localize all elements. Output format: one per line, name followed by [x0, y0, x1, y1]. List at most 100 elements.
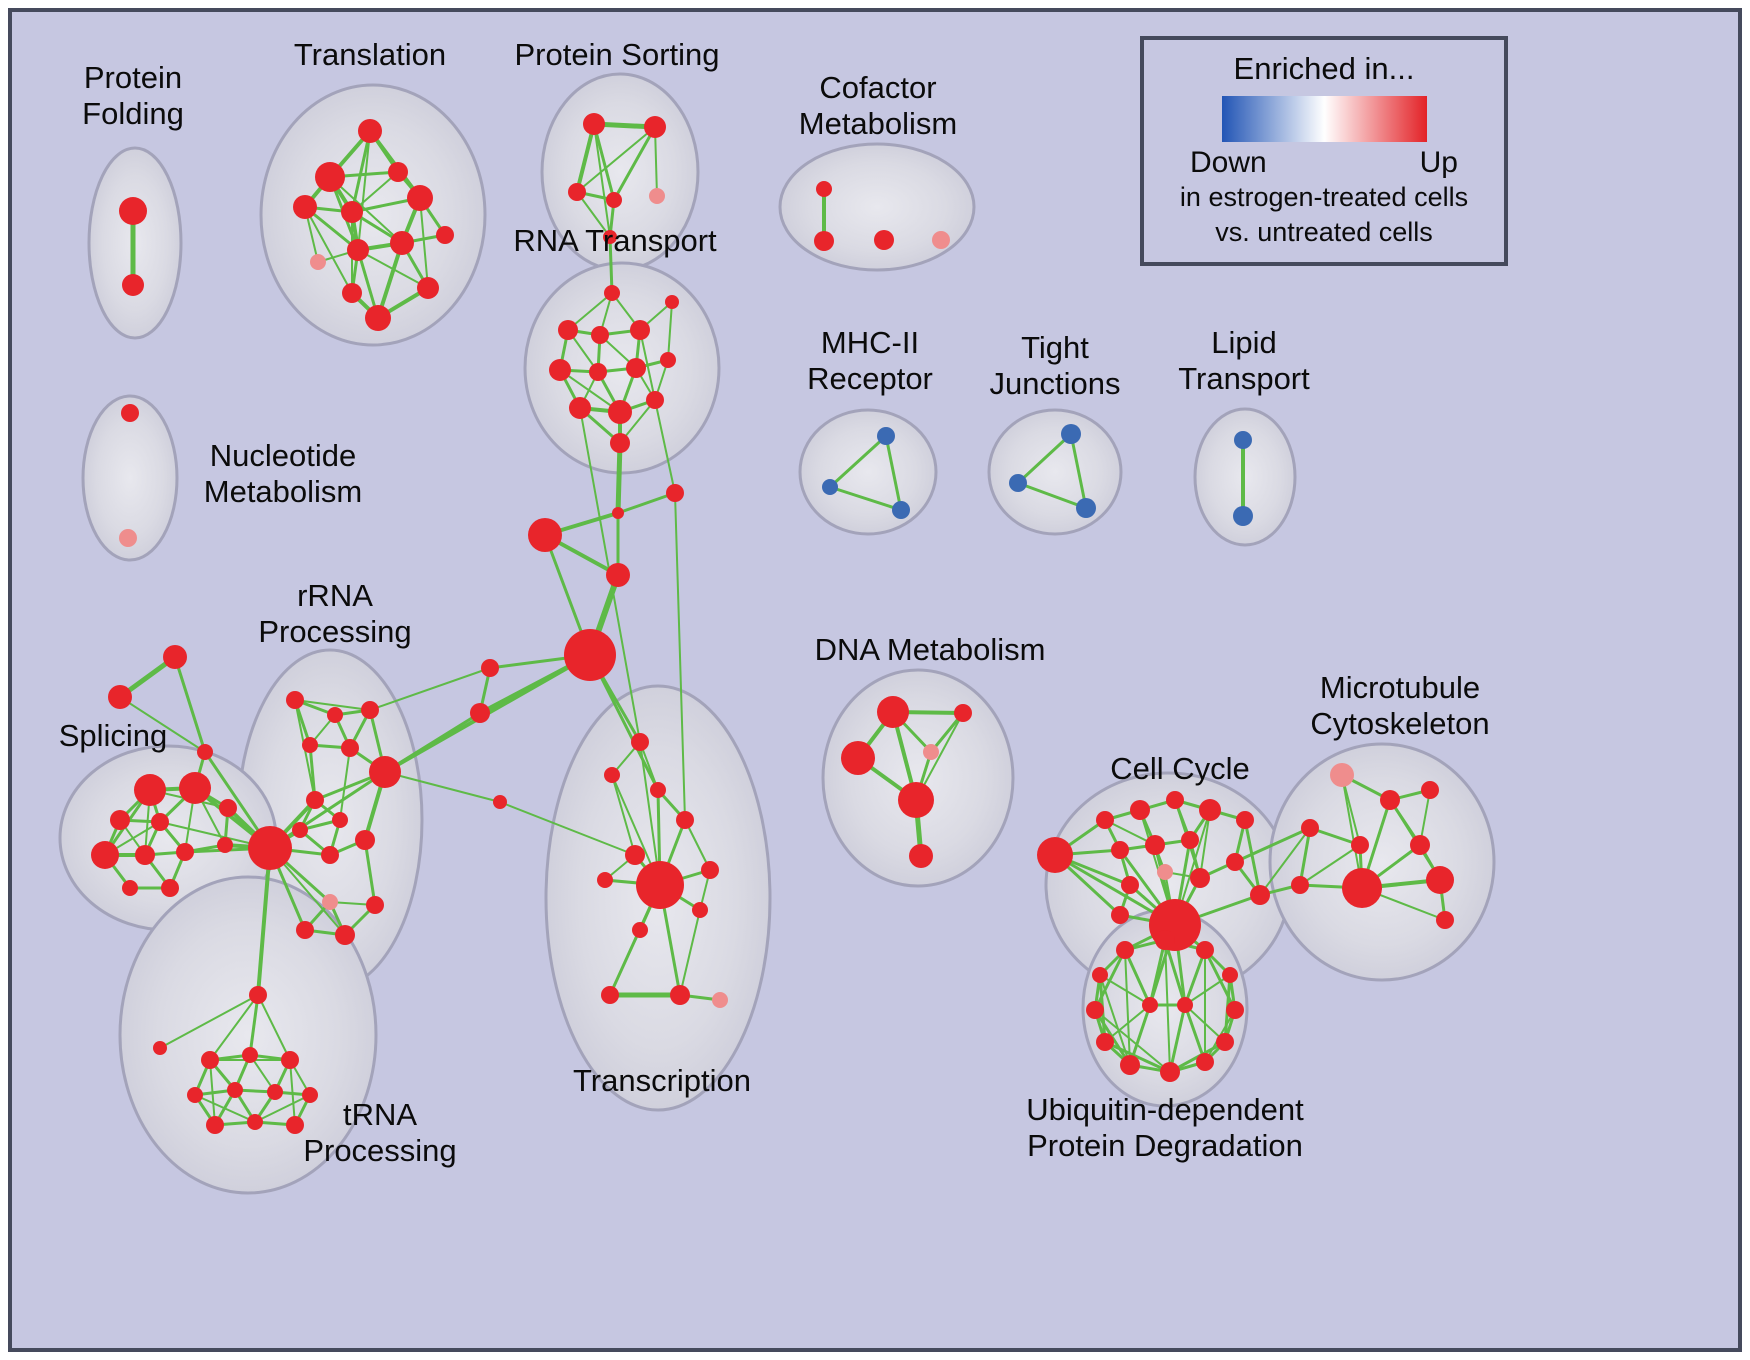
network-edge [209, 994, 259, 1061]
network-node [135, 845, 155, 865]
cluster-label-tight-junctions: Junctions [990, 366, 1121, 401]
cluster-cofactor-metabolism [778, 142, 976, 272]
network-node [610, 433, 630, 453]
network-node [1181, 831, 1199, 849]
network-node [1199, 799, 1221, 821]
network-node [549, 359, 571, 381]
network-edge [350, 129, 372, 214]
network-node [365, 305, 391, 331]
network-node [822, 479, 838, 495]
network-node [296, 921, 314, 939]
network-edge [1199, 809, 1211, 879]
cluster-label-protein-folding: Protein [84, 60, 182, 95]
network-node [217, 837, 233, 853]
network-node [369, 756, 401, 788]
network-node [591, 326, 609, 344]
network-node [1216, 1033, 1234, 1051]
network-node [1196, 1053, 1214, 1071]
cluster-label-protein-folding: Folding [82, 96, 184, 131]
network-node [701, 861, 719, 879]
network-node [310, 254, 326, 270]
legend-scale-labels: Down Up [1190, 146, 1458, 180]
network-edge [1123, 948, 1152, 1007]
network-node [1222, 967, 1238, 983]
cluster-label-cofactor-metabolism: Cofactor [819, 70, 936, 105]
network-node [1330, 763, 1354, 787]
network-node [342, 283, 362, 303]
network-node [341, 739, 359, 757]
network-node [161, 879, 179, 897]
network-node [1166, 791, 1184, 809]
network-node [692, 902, 708, 918]
network-node [1009, 474, 1027, 492]
cluster-label-mhc-ii-receptor: Receptor [807, 361, 933, 396]
network-edge [593, 123, 611, 238]
network-edge [679, 909, 701, 996]
network-edge [119, 696, 206, 753]
network-edge [828, 434, 888, 489]
network-node [1342, 868, 1382, 908]
network-node [625, 845, 645, 865]
network-node [286, 691, 304, 709]
network-node [841, 741, 875, 775]
network-edge [828, 485, 903, 512]
network-edge [363, 838, 377, 907]
network-node [302, 737, 318, 753]
cluster-label-translation: Translation [294, 37, 446, 72]
network-node [306, 791, 324, 809]
network-node [1426, 866, 1454, 894]
network-node [1236, 811, 1254, 829]
network-node [1086, 1001, 1104, 1019]
network-edge [294, 699, 371, 711]
network-edge [639, 741, 661, 886]
legend-gradient-bar [1221, 96, 1427, 143]
network-node [407, 185, 433, 211]
network-node [247, 1114, 263, 1130]
network-edge [1183, 948, 1207, 1007]
network-node [604, 767, 620, 783]
cluster-label-cell-cycle: Cell Cycle [1110, 751, 1250, 786]
cluster-label-nucleotide-metabolism: Nucleotide [210, 438, 356, 473]
network-edge [1299, 844, 1361, 886]
network-node [1092, 967, 1108, 983]
network-edge [1099, 974, 1151, 1006]
network-edge [1203, 948, 1237, 1012]
network-edge [499, 801, 636, 856]
network-node [322, 894, 338, 910]
network-node [665, 295, 679, 309]
network-edge [1069, 432, 1088, 510]
network-edge [1183, 1003, 1207, 1064]
network-edge [369, 667, 491, 711]
network-node [612, 507, 624, 519]
network-node [1116, 941, 1134, 959]
network-node [589, 363, 607, 381]
network-edge [615, 440, 623, 516]
network-edge [256, 846, 272, 997]
cluster-label-transcription: Transcription [573, 1063, 751, 1098]
network-node [366, 896, 384, 914]
network-node [569, 397, 591, 419]
cluster-label-lipid-transport: Transport [1178, 361, 1310, 396]
network-edge [257, 994, 291, 1061]
network-node [604, 285, 620, 301]
network-node [1120, 1055, 1140, 1075]
network-node [248, 826, 292, 870]
network-edge [1168, 1040, 1227, 1074]
network-node [347, 239, 369, 261]
network-node [1226, 853, 1244, 871]
network-node [1096, 1033, 1114, 1051]
network-edge [357, 130, 371, 251]
network-edge [304, 206, 353, 294]
network-node [909, 844, 933, 868]
network-edge [576, 191, 611, 238]
cluster-nucleotide-metabolism [81, 394, 179, 562]
network-node [923, 744, 939, 760]
network-edge [674, 492, 686, 821]
network-node [1436, 911, 1454, 929]
network-node [176, 843, 194, 861]
network-node [898, 782, 934, 818]
network-node [874, 230, 894, 250]
network-node [249, 986, 267, 1004]
